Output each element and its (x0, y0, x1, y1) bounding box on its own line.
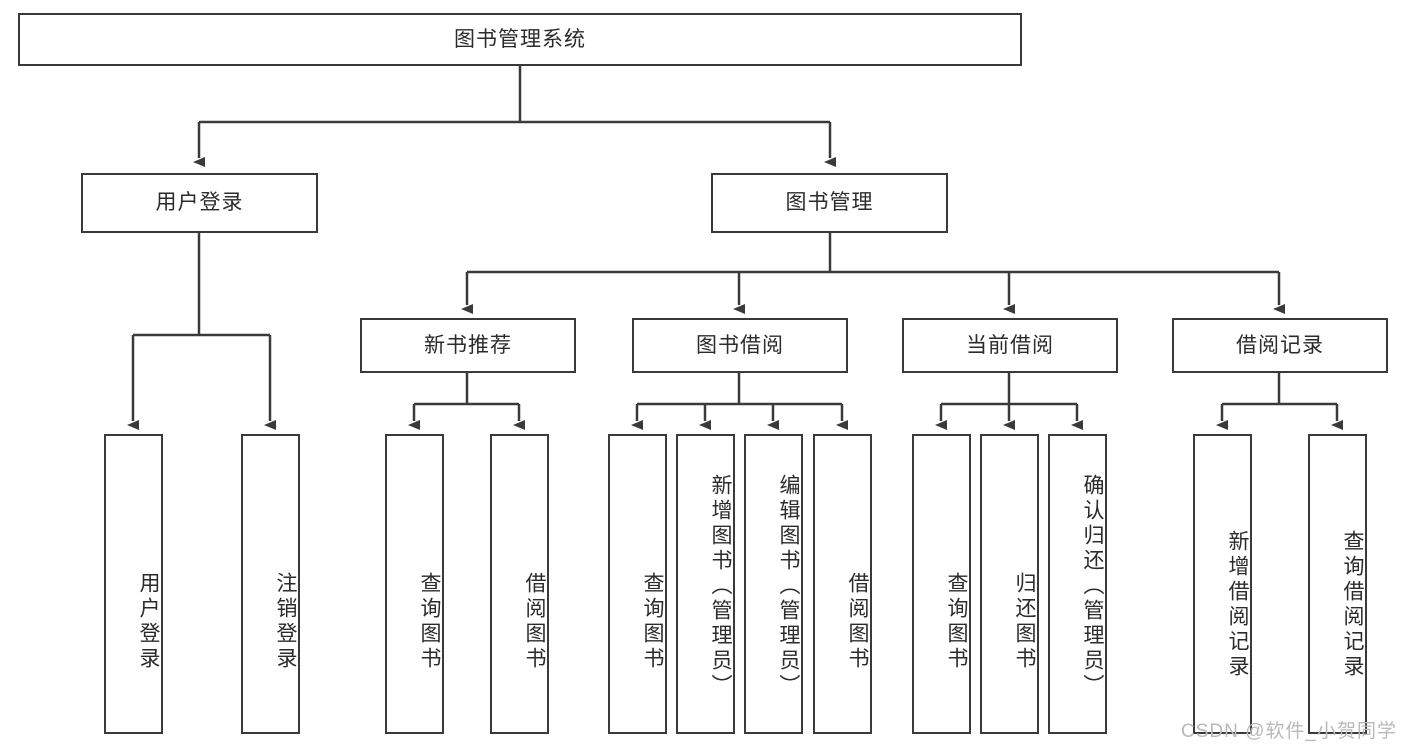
node-leaf-confirm-return-label: 确认归还（管理员） (1081, 473, 1104, 699)
node-user-login-label: 用户登录 (155, 191, 244, 215)
node-leaf-query-book-1-label: 查询图书 (418, 572, 441, 672)
node-root-label: 图书管理系统 (454, 27, 586, 51)
node-current-borrow[interactable]: 当前借阅 (902, 318, 1118, 373)
node-leaf-query-book-3[interactable]: 查询图书 (912, 434, 971, 734)
node-leaf-query-book-3-label: 查询图书 (945, 572, 968, 672)
node-new-book-recommend-label: 新书推荐 (424, 333, 512, 357)
node-root[interactable]: 图书管理系统 (18, 13, 1022, 66)
node-leaf-borrow-book-2[interactable]: 借阅图书 (813, 434, 872, 734)
node-borrow-record-label: 借阅记录 (1236, 333, 1324, 357)
node-book-manage[interactable]: 图书管理 (711, 173, 948, 233)
node-leaf-query-book-2-label: 查询图书 (641, 572, 664, 672)
watermark: CSDN @软件_小贺同学 (1181, 721, 1397, 742)
node-book-borrow-label: 图书借阅 (696, 333, 784, 357)
node-leaf-add-record-label: 新增借阅记录 (1226, 530, 1249, 680)
node-leaf-logout[interactable]: 注销登录 (241, 434, 300, 734)
node-leaf-user-login[interactable]: 用户登录 (104, 434, 163, 734)
node-leaf-logout-label: 注销登录 (274, 572, 297, 672)
node-new-book-recommend[interactable]: 新书推荐 (360, 318, 576, 373)
node-leaf-query-book-1[interactable]: 查询图书 (385, 434, 444, 734)
node-book-borrow[interactable]: 图书借阅 (632, 318, 848, 373)
node-leaf-query-record[interactable]: 查询借阅记录 (1308, 434, 1367, 734)
node-leaf-return-book[interactable]: 归还图书 (980, 434, 1039, 734)
node-leaf-query-record-label: 查询借阅记录 (1341, 530, 1364, 680)
node-book-manage-label: 图书管理 (785, 191, 874, 215)
node-leaf-query-book-2[interactable]: 查询图书 (608, 434, 667, 734)
node-current-borrow-label: 当前借阅 (966, 333, 1054, 357)
node-leaf-add-book[interactable]: 新增图书（管理员） (676, 434, 735, 734)
node-leaf-edit-book[interactable]: 编辑图书（管理员） (744, 434, 803, 734)
node-leaf-borrow-book-1[interactable]: 借阅图书 (490, 434, 549, 734)
node-leaf-add-record[interactable]: 新增借阅记录 (1193, 434, 1252, 734)
node-leaf-add-book-label: 新增图书（管理员） (709, 473, 732, 699)
node-leaf-return-book-label: 归还图书 (1013, 572, 1036, 672)
node-leaf-confirm-return[interactable]: 确认归还（管理员） (1048, 434, 1107, 734)
node-leaf-borrow-book-2-label: 借阅图书 (846, 572, 869, 672)
node-borrow-record[interactable]: 借阅记录 (1172, 318, 1388, 373)
node-leaf-edit-book-label: 编辑图书（管理员） (777, 473, 800, 699)
node-leaf-borrow-book-1-label: 借阅图书 (523, 572, 546, 672)
node-leaf-user-login-label: 用户登录 (137, 572, 160, 672)
node-user-login[interactable]: 用户登录 (81, 173, 318, 233)
